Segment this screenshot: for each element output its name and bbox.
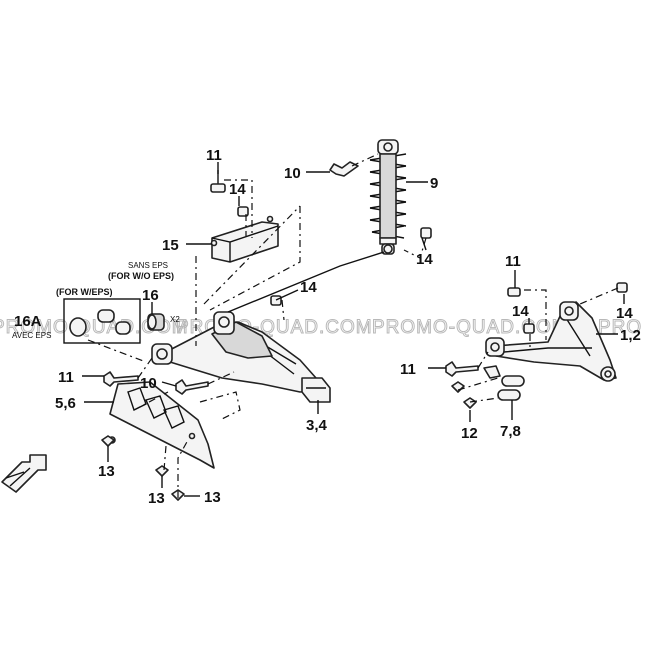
leader-lines (82, 162, 625, 497)
callout-14-arm: 14 (300, 279, 317, 296)
watermark-left: PROMO-QUAD.COM (0, 317, 189, 338)
watermark-edge: PRO (598, 317, 642, 338)
callout-10-top: 10 (284, 165, 301, 182)
callout-13-a: 13 (98, 463, 115, 480)
callout-11-right: 11 (400, 361, 416, 378)
label-for-w-eps: (FOR W/EPS) (56, 287, 113, 297)
callout-5-6: 5,6 (55, 395, 76, 412)
fasteners (101, 161, 628, 501)
assembly-lines (87, 153, 619, 498)
callouts: 11 14 10 9 15 14 14 16 16A 11 10 5,6 3,4… (14, 147, 641, 507)
callout-11-left: 11 (58, 369, 74, 386)
callout-1-2: 1,2 (620, 327, 641, 344)
callout-13-b: 13 (148, 490, 165, 507)
upper-control-arm (483, 301, 617, 382)
callout-14-top: 14 (229, 181, 246, 198)
callout-7-8: 7,8 (500, 423, 521, 440)
front-arrow-icon (1, 454, 47, 493)
variant-labels: SANS EPS (FOR W/O EPS) (FOR W/EPS) AVEC … (12, 261, 180, 340)
label-x2: X2 (170, 315, 180, 324)
callout-11-right-top: 11 (505, 253, 521, 270)
callout-14-right-b: 14 (616, 305, 633, 322)
callout-16: 16 (142, 287, 159, 304)
label-avec-eps: AVEC EPS (12, 331, 51, 340)
callout-3-4: 3,4 (306, 417, 328, 434)
bushing-kit-eps (63, 298, 141, 344)
label-sans-eps: SANS EPS (128, 261, 168, 270)
callout-10-left: 10 (140, 375, 157, 392)
mount-bracket (210, 215, 279, 263)
lower-control-arm (151, 311, 331, 403)
callout-16a: 16A (14, 313, 42, 330)
clips (497, 375, 525, 401)
watermark-right: PROMO-QUAD.COM (372, 317, 569, 338)
callout-11-top: 11 (206, 147, 222, 164)
callout-15: 15 (162, 237, 179, 254)
callout-13-c: 13 (204, 489, 221, 506)
callout-12: 12 (461, 425, 478, 442)
shock-absorber (369, 139, 407, 255)
callout-14-shock: 14 (416, 251, 433, 268)
skid-plate (108, 381, 215, 469)
callout-9: 9 (430, 175, 438, 192)
label-for-wo-eps: (FOR W/O EPS) (108, 271, 174, 281)
bushing-eps-free (147, 313, 165, 331)
callout-14-right-a: 14 (512, 303, 529, 320)
